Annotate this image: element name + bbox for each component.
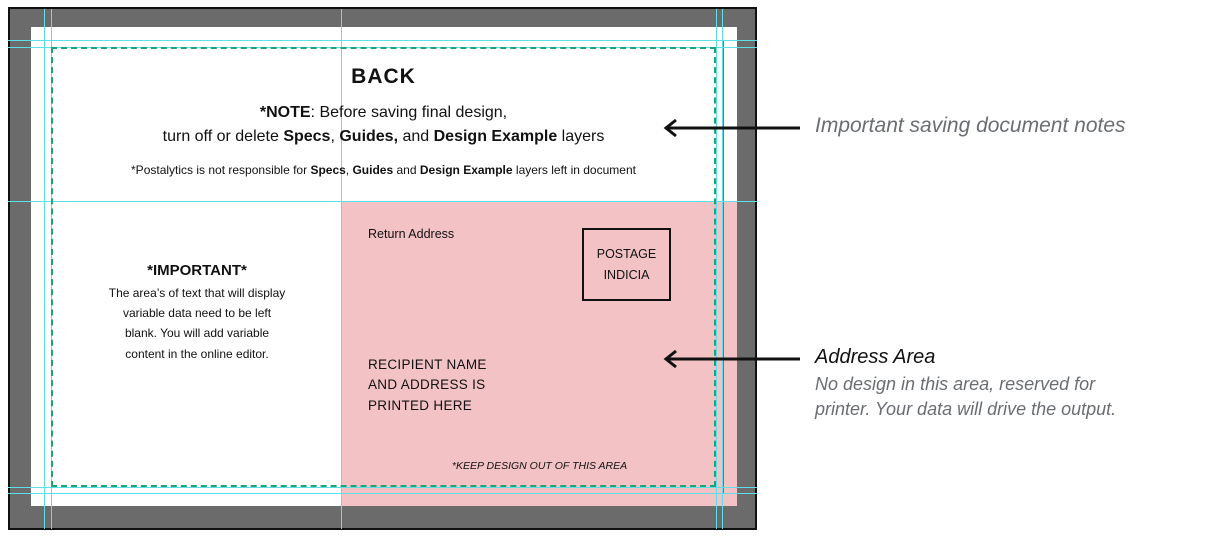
note-line-1: *NOTE: Before saving final design, [51, 104, 716, 122]
guide-horizontal [8, 493, 757, 494]
disclaimer-start: *Postalytics is not responsible for [131, 163, 311, 177]
important-text-line: variable data need to be left [122, 306, 272, 320]
note-line-1-text: : Before saving final design, [310, 104, 508, 121]
disclaimer-sep: , [345, 163, 353, 177]
safe-zone-dashed [51, 47, 716, 487]
note-line-2: turn off or delete Specs, Guides, and De… [51, 128, 716, 146]
callout-address-description: No design in this area, reserved for [815, 374, 1096, 394]
guide-vertical [44, 9, 45, 529]
note-line-2-end: layers [557, 128, 605, 145]
page-title: BACK [351, 65, 416, 88]
disclaimer-guides: Guides [352, 163, 394, 177]
callout-saving-notes: Important saving document notes [815, 114, 1126, 137]
guide-vertical [716, 9, 717, 529]
disclaimer-sep: and [393, 163, 420, 177]
recipient-line: AND ADDRESS IS [368, 377, 486, 392]
callout-address-title: Address Area [815, 346, 936, 368]
disclaimer-specs: Specs [310, 163, 346, 177]
note-guides: Guides, [339, 128, 399, 145]
important-title: *IMPORTANT* [147, 262, 247, 279]
guide-horizontal [8, 201, 757, 202]
arrow-left-icon [663, 118, 800, 138]
important-text-line: content in the online editor. [125, 347, 269, 361]
note-sep: and [398, 128, 434, 145]
recipient-line: PRINTED HERE [368, 398, 473, 413]
disclaimer-end: layers left in document [512, 163, 636, 177]
return-address-label: Return Address [368, 227, 455, 241]
note-specs: Specs [283, 128, 331, 145]
keep-out-note: *KEEP DESIGN OUT OF THIS AREA [451, 460, 628, 472]
disclaimer: *Postalytics is not responsible for Spec… [51, 163, 716, 177]
note-sep: , [330, 128, 340, 145]
note-line-2-start: turn off or delete [162, 128, 284, 145]
guide-vertical [722, 9, 723, 529]
indicia-label: INDICIA [603, 267, 650, 282]
guide-horizontal [8, 40, 757, 41]
postage-indicia-box: POSTAGE INDICIA [582, 228, 671, 301]
disclaimer-design-example: Design Example [419, 163, 513, 177]
important-text-line: The area’s of text that will display [108, 286, 286, 300]
callout-address-description: printer. Your data will drive the output… [815, 399, 1117, 419]
postage-label: POSTAGE [596, 246, 657, 261]
note-design-example: Design Example [433, 128, 558, 145]
guide-vertical [341, 9, 342, 529]
guide-horizontal [8, 487, 757, 488]
important-text-line: blank. You will add variable [124, 326, 270, 340]
note-prefix: *NOTE [259, 104, 311, 121]
arrow-left-icon [663, 349, 800, 369]
recipient-line: RECIPIENT NAME [368, 357, 487, 372]
